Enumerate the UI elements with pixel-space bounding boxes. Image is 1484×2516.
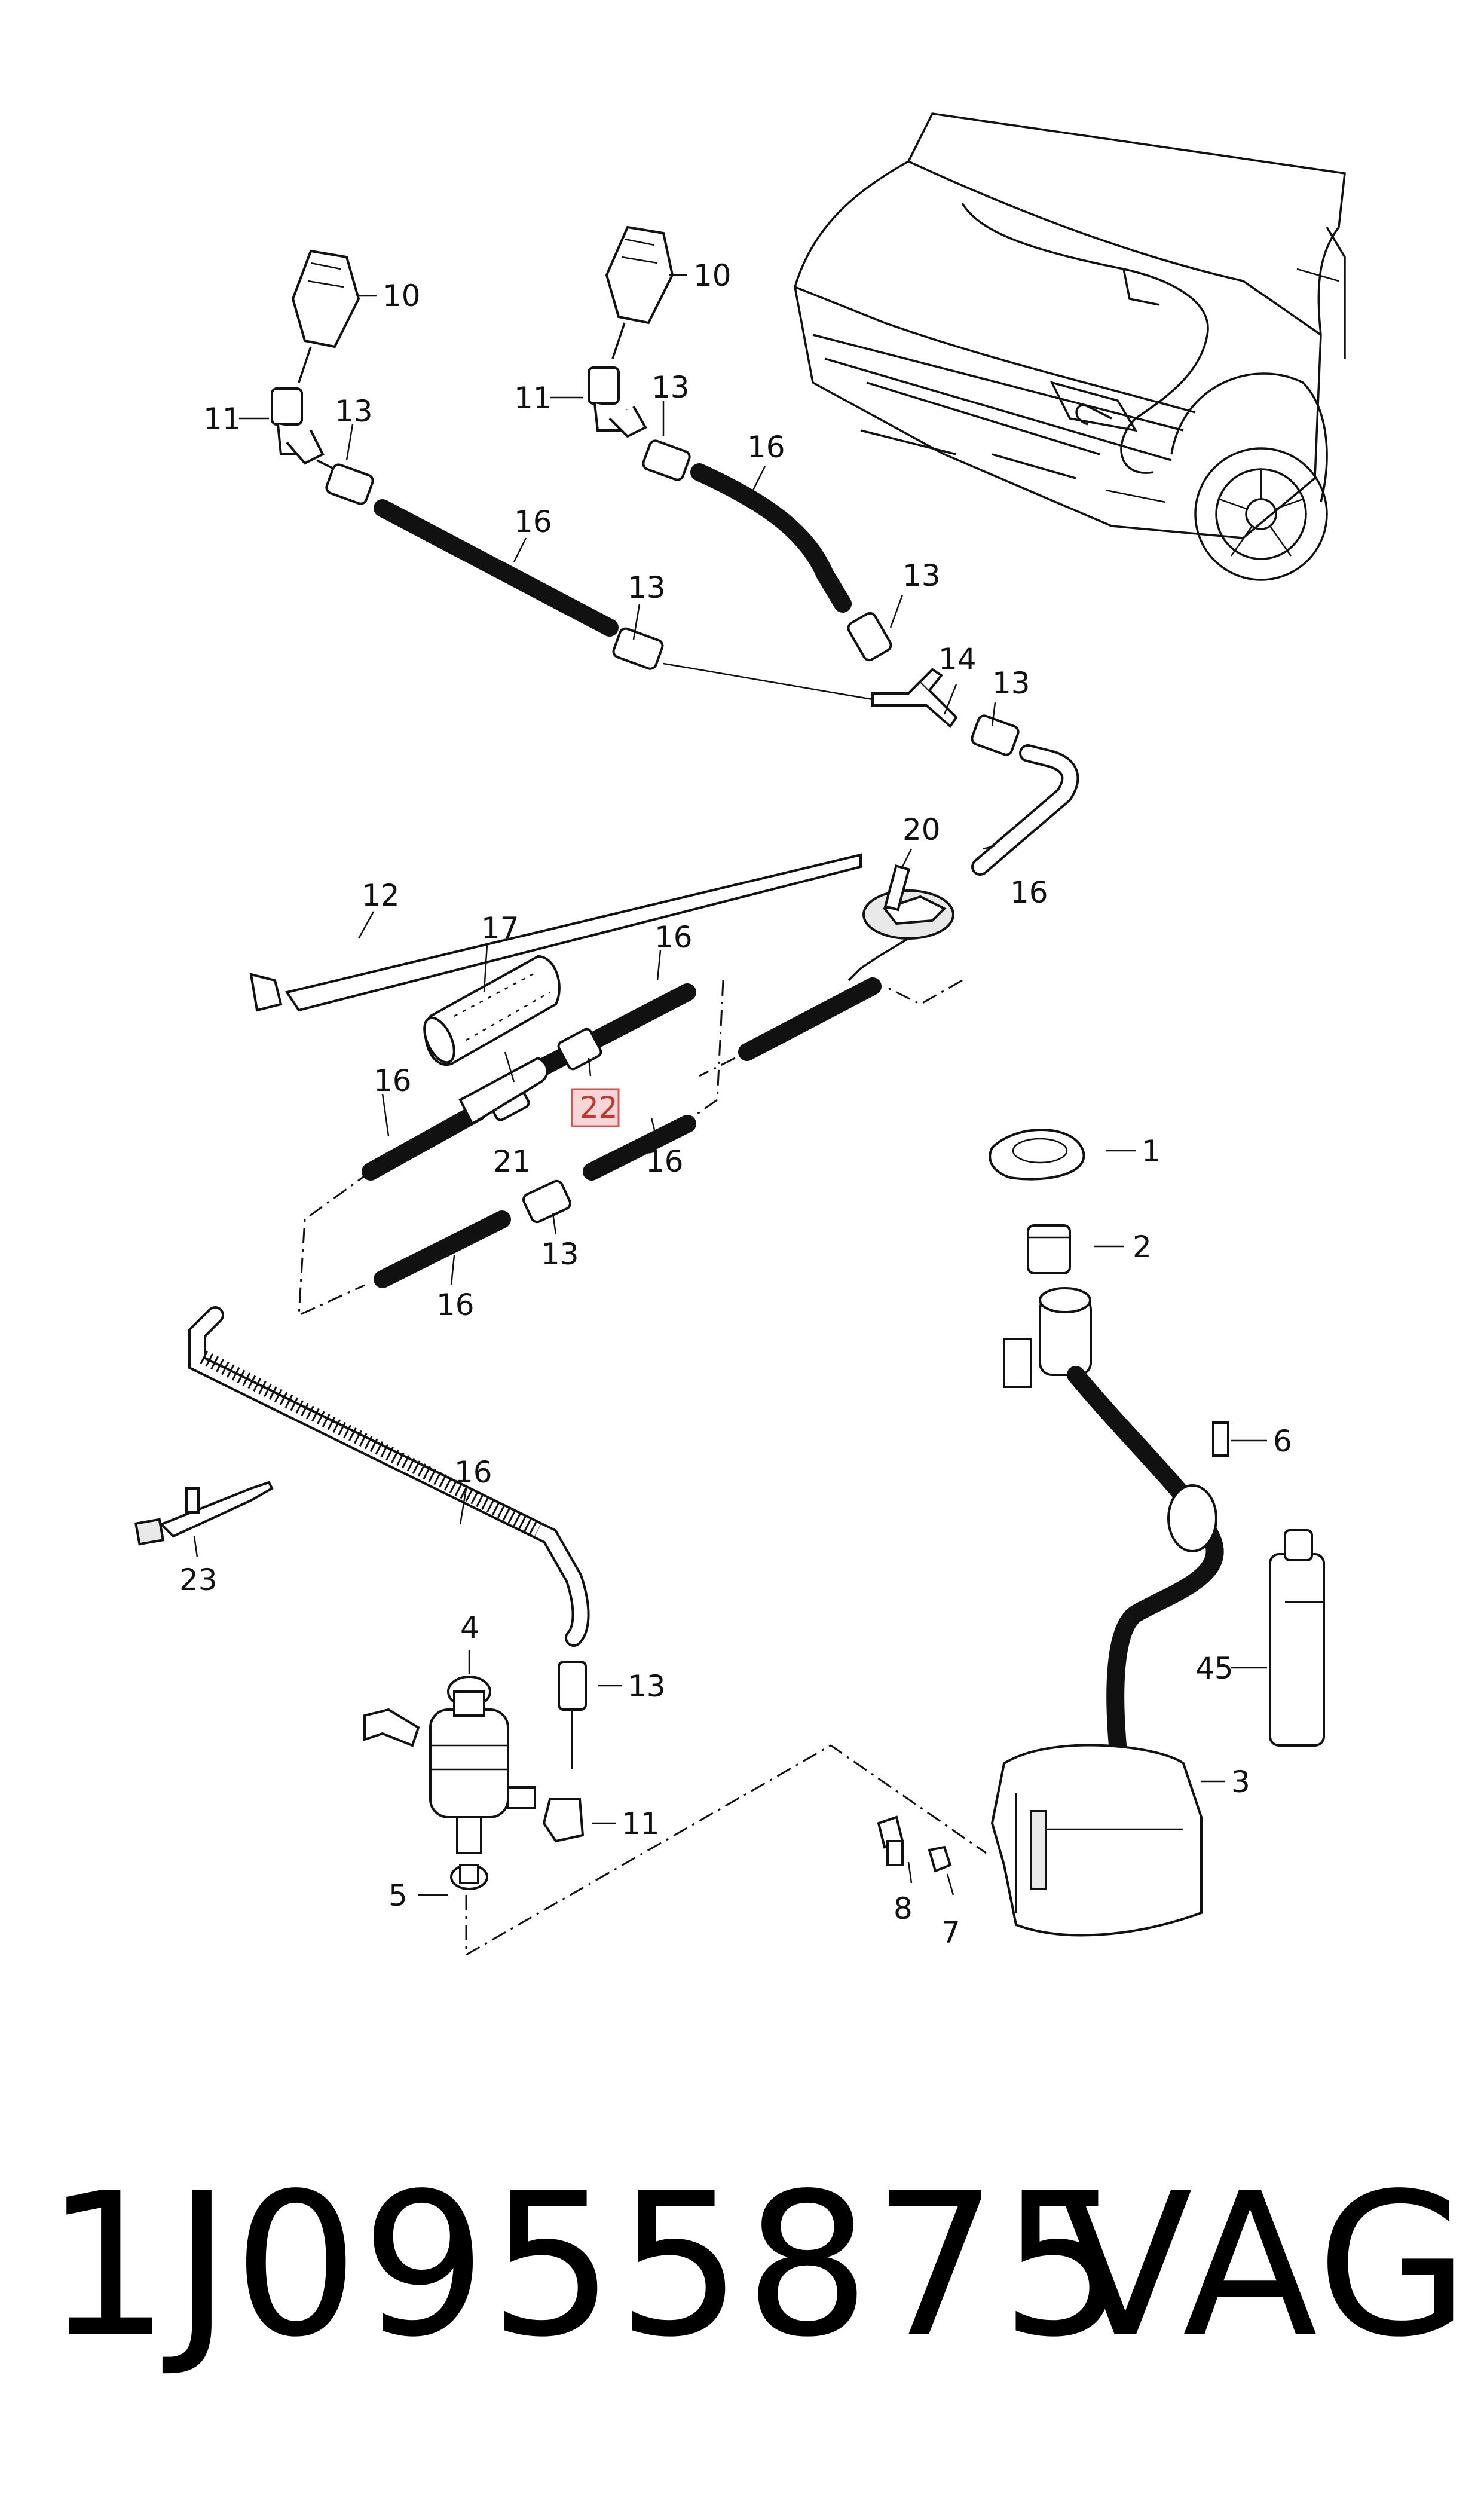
callout-10-left: 10 bbox=[383, 279, 421, 313]
callout-16-right-top: 16 bbox=[747, 430, 785, 464]
hose-long-lower bbox=[188, 1306, 590, 1647]
callout-1: 1 bbox=[1142, 1134, 1161, 1169]
hose-to-valve bbox=[971, 714, 1079, 876]
callout-11-pump: 11 bbox=[622, 1806, 660, 1841]
callout-22-highlight-box bbox=[571, 1088, 620, 1127]
callout-16-lower-left: 16 bbox=[436, 1288, 475, 1322]
callout-20: 20 bbox=[902, 812, 941, 847]
callout-21: 21 bbox=[493, 1144, 531, 1179]
callout-10-right: 10 bbox=[693, 258, 732, 293]
brand-name: VAG bbox=[1058, 2151, 1472, 2380]
dashed-grouping bbox=[298, 979, 963, 1317]
callout-13-right-mid: 13 bbox=[902, 558, 941, 593]
callout-17: 17 bbox=[481, 911, 519, 946]
callout-8: 8 bbox=[894, 1891, 913, 1926]
callout-22: 22 bbox=[580, 1090, 618, 1125]
callout-6: 6 bbox=[1273, 1424, 1292, 1459]
callout-leaders bbox=[193, 274, 1267, 1896]
cable-tie-12 bbox=[249, 853, 862, 1012]
callout-13-mid-lower: 13 bbox=[541, 1237, 579, 1271]
washer-reservoir bbox=[877, 1129, 1325, 1937]
callout-5: 5 bbox=[388, 1878, 408, 1913]
washer-nozzle-right bbox=[588, 225, 674, 438]
callout-4: 4 bbox=[460, 1610, 479, 1645]
callout-13-left-top: 13 bbox=[335, 394, 373, 429]
callout-12: 12 bbox=[362, 878, 400, 913]
callout-13-right-top: 13 bbox=[651, 370, 690, 405]
hose-right-branch bbox=[642, 439, 892, 662]
callout-23: 23 bbox=[179, 1563, 218, 1597]
washer-nozzle-left bbox=[271, 249, 360, 465]
washer-pump bbox=[363, 1676, 987, 1956]
cable-tie-23 bbox=[134, 1481, 274, 1546]
footer: 1J0955875 VAG bbox=[0, 2146, 1484, 2385]
callout-13-pump: 13 bbox=[628, 1669, 666, 1704]
callout-13-valve: 13 bbox=[992, 666, 1030, 701]
callout-11-left: 11 bbox=[203, 402, 241, 436]
callout-3: 3 bbox=[1231, 1765, 1250, 1799]
callout-13-left-mid: 13 bbox=[628, 570, 666, 605]
callout-16-left-top: 16 bbox=[514, 505, 552, 539]
hose-left-branch bbox=[316, 459, 873, 701]
part-number: 1J0955875 bbox=[45, 2151, 1128, 2380]
callout-16-mid-left: 16 bbox=[374, 1063, 412, 1098]
vehicle-front-illustration bbox=[794, 112, 1346, 581]
callout-labels: 10 10 11 11 13 13 16 16 13 13 14 13 20 1… bbox=[179, 258, 1292, 1950]
callout-7: 7 bbox=[941, 1915, 960, 1950]
callout-2: 2 bbox=[1133, 1230, 1152, 1264]
callout-16-long: 16 bbox=[454, 1455, 492, 1490]
check-valve-bracket bbox=[847, 864, 954, 982]
callout-45: 45 bbox=[1195, 1651, 1234, 1686]
callout-16-valve: 16 bbox=[1010, 875, 1048, 910]
callout-16-mid-right: 16 bbox=[654, 920, 693, 955]
foam-sleeve-17 bbox=[423, 955, 561, 1066]
callout-14: 14 bbox=[938, 642, 977, 677]
parts-diagram: 10 10 11 11 13 13 16 16 13 13 14 13 20 1… bbox=[134, 112, 1346, 1956]
callout-11-right: 11 bbox=[514, 381, 552, 415]
hose-y-connector bbox=[871, 668, 958, 729]
hose-mid-right bbox=[738, 977, 882, 1061]
callout-16-mid-lower: 16 bbox=[645, 1144, 684, 1179]
hose-mid-lower bbox=[374, 1115, 696, 1288]
hose-assembly-16-22-21 bbox=[362, 983, 696, 1181]
hose-end-13-bottom bbox=[558, 1661, 587, 1769]
